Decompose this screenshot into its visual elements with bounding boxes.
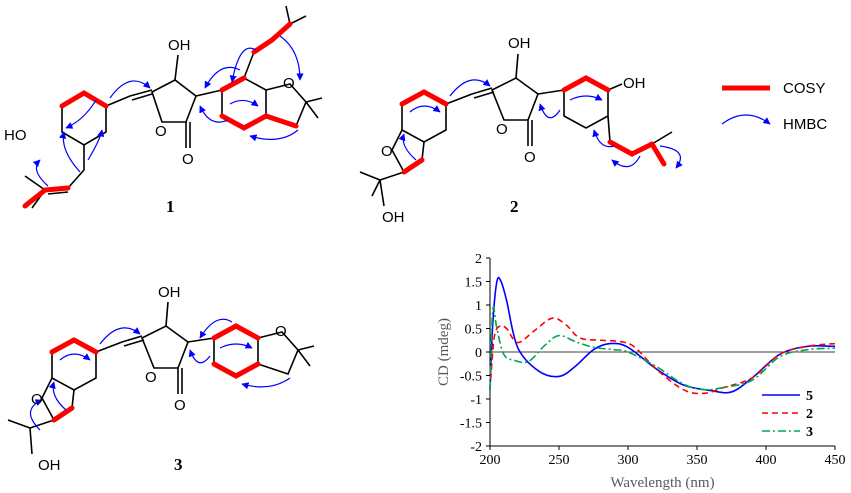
compound-3-atom-furan-o: O xyxy=(31,391,43,408)
compound-2-atom-furan-o: O xyxy=(381,143,393,160)
cd-y-tick-label: 2 xyxy=(475,252,482,267)
cd-y-tick-label: 1 xyxy=(475,299,482,314)
compound-3-atom-oh-tert: OH xyxy=(38,457,61,474)
cd-series-5-line xyxy=(489,276,836,394)
cd-y-tick-label: 1.5 xyxy=(465,276,483,291)
cd-x-tick-label: 400 xyxy=(756,453,777,468)
compound-2-atom-oh-phenol: OH xyxy=(623,75,646,92)
cd-legend: 5 2 3 xyxy=(762,389,813,440)
compound-2-atom-ring-o: O xyxy=(496,121,508,138)
compound-1-atom-carbonyl-o: O xyxy=(182,151,194,168)
legend-cosy-label: COSY xyxy=(783,80,826,97)
cd-y-tick-label: -1 xyxy=(470,393,482,408)
cd-series-2-line xyxy=(489,317,836,395)
cd-legend-label: 5 xyxy=(806,389,813,404)
compound-3-structure xyxy=(7,301,315,455)
cd-x-tick-label: 350 xyxy=(687,453,708,468)
cd-y-tick-label: 0 xyxy=(475,346,482,361)
cd-y-tick-label: -2 xyxy=(470,440,482,455)
cd-y-tick-label: -1.5 xyxy=(460,417,482,432)
compound-3-atom-carbonyl-o: O xyxy=(174,397,186,414)
compound-1-structure xyxy=(22,5,323,209)
compound-3-label: 3 xyxy=(174,455,183,474)
correlation-legend xyxy=(721,85,771,125)
compound-3-atom-ring-o: O xyxy=(145,369,157,386)
cd-x-tick-label: 450 xyxy=(825,453,846,468)
cd-y-tick-label: 0.5 xyxy=(465,323,483,338)
cd-x-axis-label: Wavelength (nm) xyxy=(610,475,714,491)
compound-1-atom-pyran-o: O xyxy=(283,75,295,92)
compound-2-label: 2 xyxy=(510,197,519,216)
cd-series-lines xyxy=(489,276,836,395)
cd-series-3-line xyxy=(489,306,836,391)
compound-3-atom-pyran-o: O xyxy=(275,323,287,340)
cd-y-tick-label: -0.5 xyxy=(460,370,482,385)
compound-2-atom-oh-enol: OH xyxy=(508,35,531,52)
compound-2-structure xyxy=(359,53,683,207)
compound-1-atom-ring-o: O xyxy=(155,123,167,140)
compound-3-atom-oh-enol: OH xyxy=(158,284,181,301)
legend-hmbc-swatch xyxy=(721,114,771,125)
compound-1-atom-ho: HO xyxy=(4,127,27,144)
compound-1-atom-oh: OH xyxy=(168,37,191,54)
compound-1-label: 1 xyxy=(166,197,175,216)
compound-2-atom-carbonyl-o: O xyxy=(524,149,536,166)
cd-x-tick-label: 200 xyxy=(480,453,501,468)
legend-hmbc-label: HMBC xyxy=(783,116,827,133)
cd-x-tick-label: 300 xyxy=(618,453,639,468)
cd-legend-label: 2 xyxy=(806,407,813,422)
compound-2-atom-oh-tert: OH xyxy=(382,209,405,226)
cd-y-axis-label: CD (mdeg) xyxy=(436,318,452,386)
cd-x-tick-label: 250 xyxy=(549,453,570,468)
cd-legend-label: 3 xyxy=(806,425,813,440)
